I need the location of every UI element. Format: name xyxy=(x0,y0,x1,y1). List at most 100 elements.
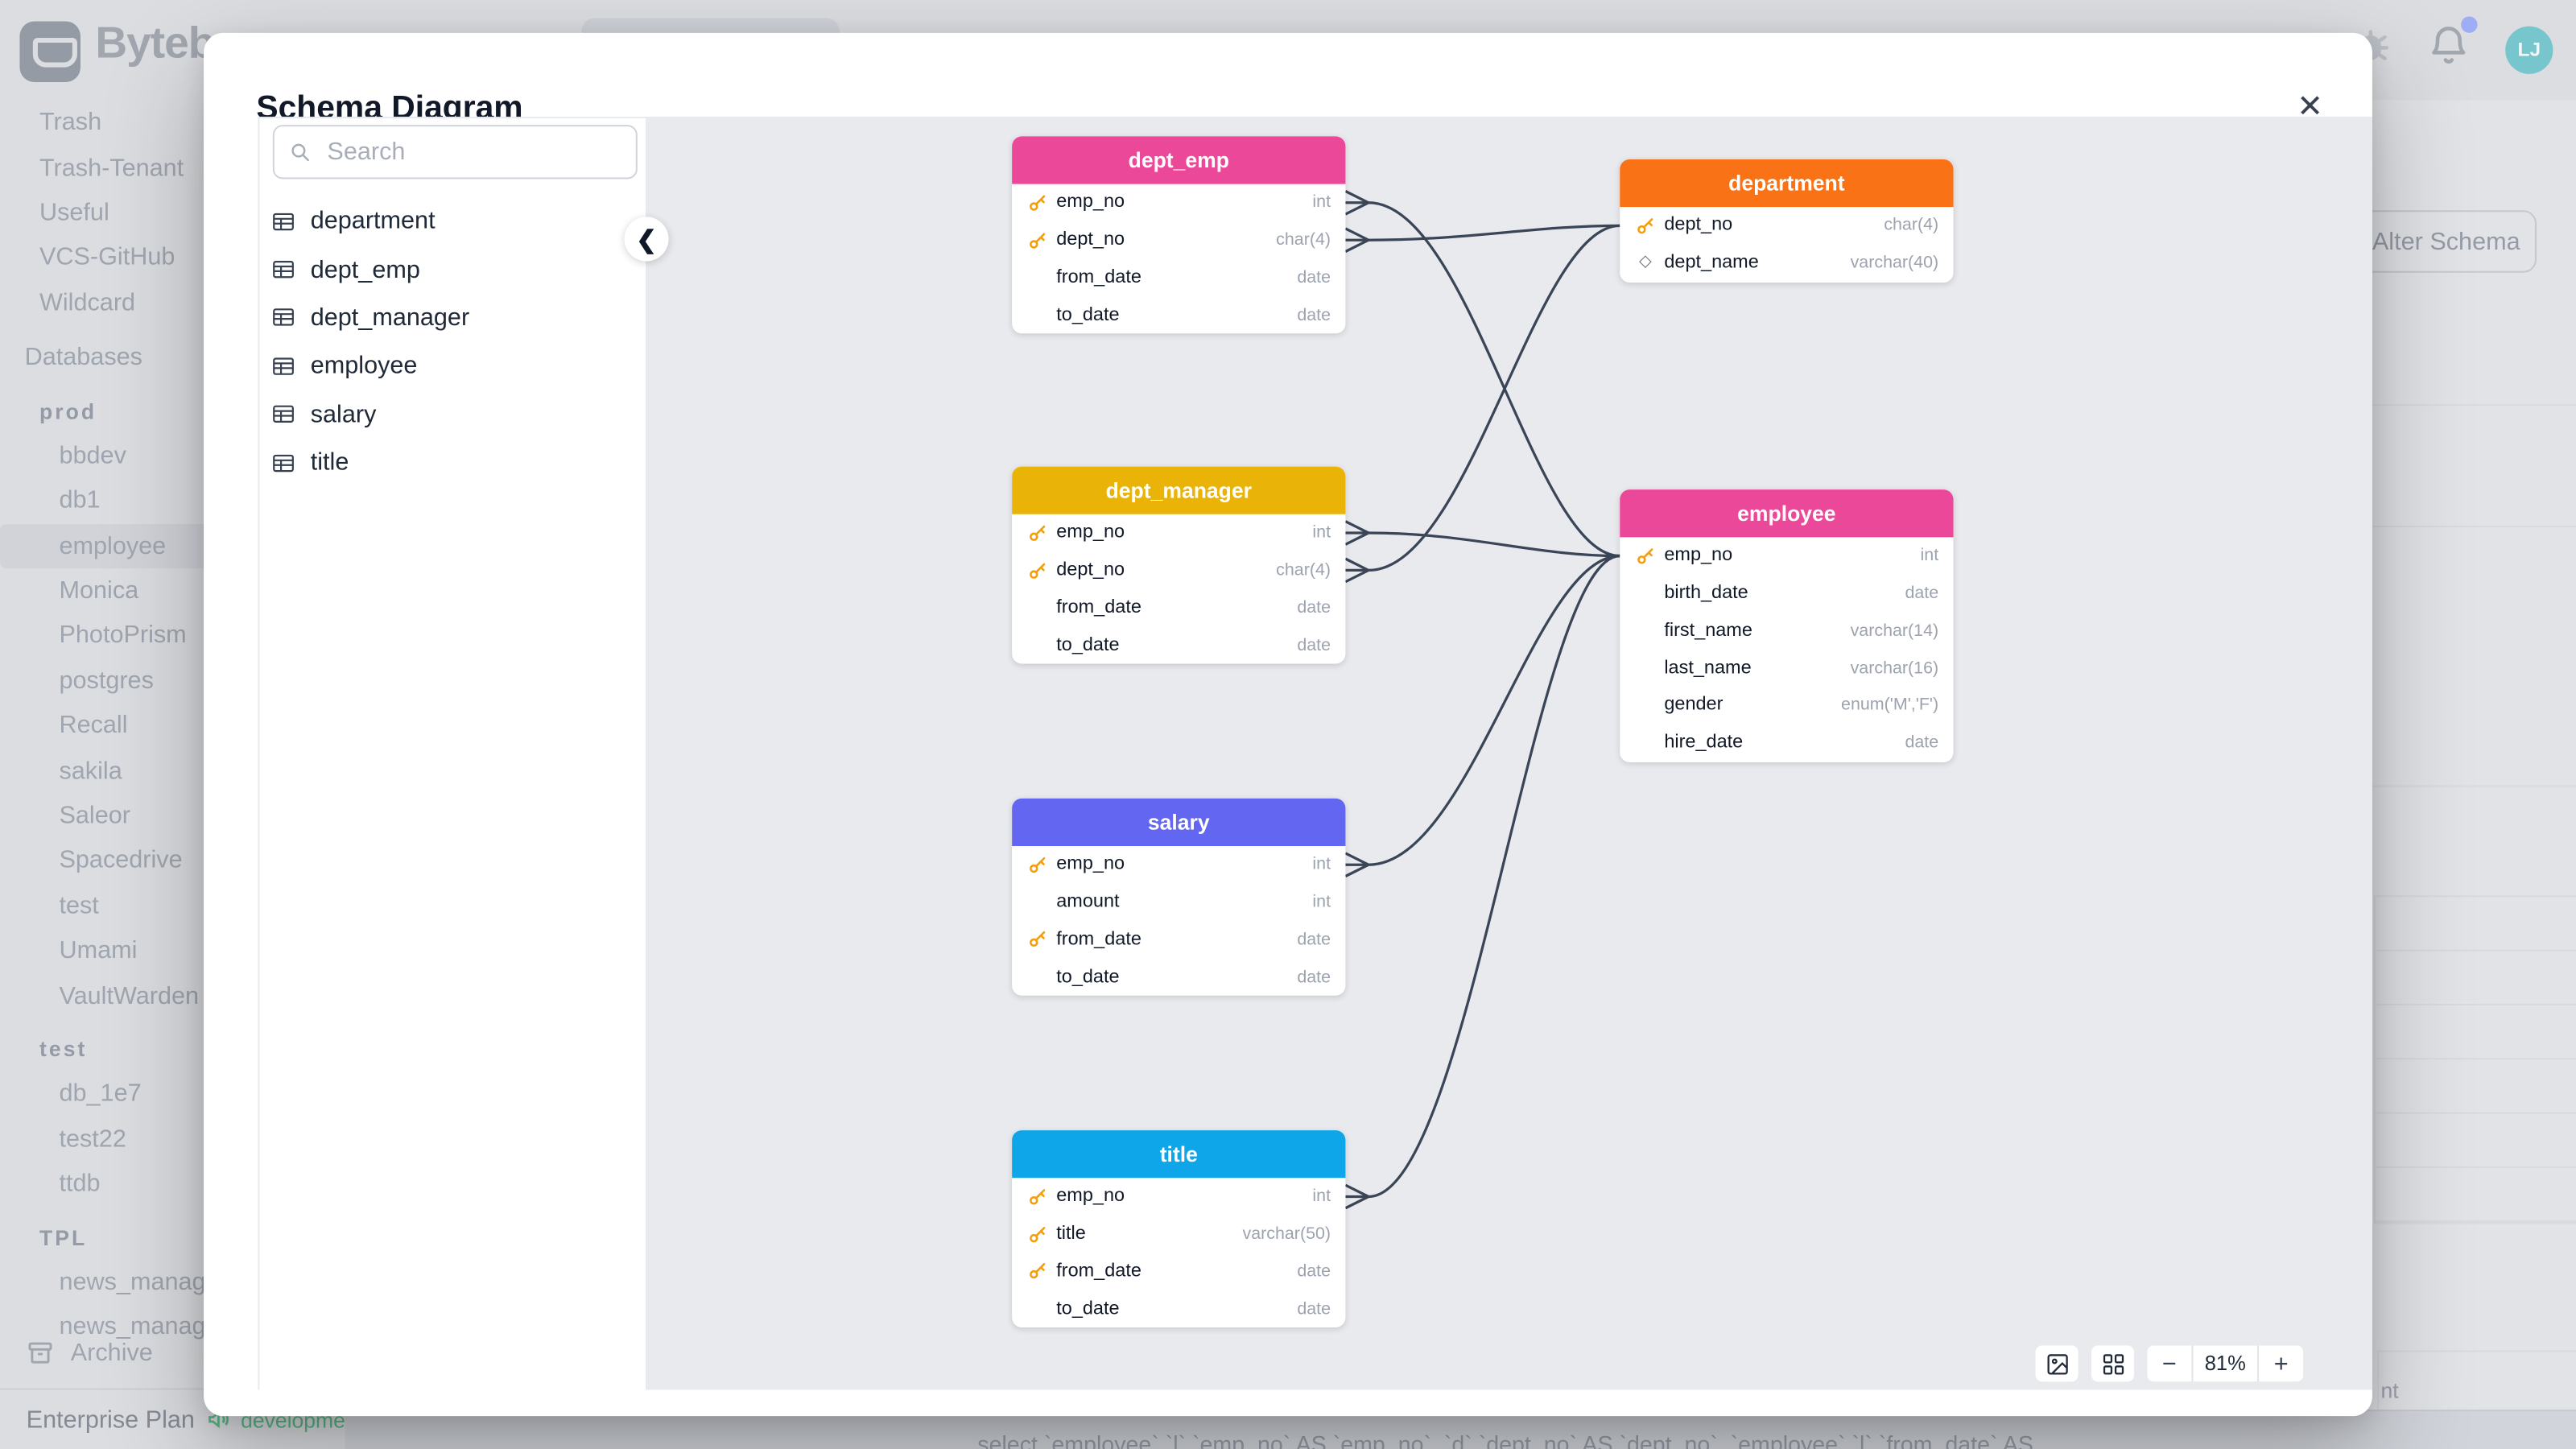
primary-key-icon xyxy=(1635,547,1657,564)
table-list-item-salary[interactable]: salary xyxy=(273,390,636,439)
notifications-bell-icon[interactable] xyxy=(2426,16,2478,76)
sidebar-item-useful[interactable]: Useful xyxy=(39,198,109,227)
sidebar-item-sakila[interactable]: sakila xyxy=(59,757,122,785)
table-list-item-employee[interactable]: employee xyxy=(273,342,636,390)
sidebar-item-trash[interactable]: Trash xyxy=(39,109,102,137)
fit-to-image-button[interactable] xyxy=(2035,1345,2079,1382)
notification-dot xyxy=(2461,16,2478,33)
sidebar-item-monica[interactable]: Monica xyxy=(59,576,139,605)
auto-layout-button[interactable] xyxy=(2091,1345,2135,1382)
sidebar-item-recall[interactable]: Recall xyxy=(59,712,128,740)
sidebar-item-vcs-github[interactable]: VCS-GitHub xyxy=(39,243,175,272)
zoom-in-button[interactable]: + xyxy=(2259,1345,2304,1382)
table-icon xyxy=(273,451,295,474)
sidebar-item-test22[interactable]: test22 xyxy=(59,1125,126,1154)
primary-key-icon xyxy=(1027,524,1049,542)
primary-key-icon xyxy=(1027,194,1049,212)
sidebar-item-trash-tenant[interactable]: Trash-Tenant xyxy=(39,153,184,182)
sidebar-item-vaultwarden[interactable]: VaultWarden xyxy=(59,981,200,1010)
sidebar-item-news-manage[interactable]: news_manage xyxy=(59,1313,220,1342)
background-row-divider xyxy=(2370,404,2576,407)
image-icon xyxy=(2046,1353,2067,1374)
table-list-item-dept_emp[interactable]: dept_emp xyxy=(273,246,636,294)
zoom-out-button[interactable]: − xyxy=(2147,1345,2192,1382)
sidebar-item-saleor[interactable]: Saleor xyxy=(59,802,130,830)
sidebar-item-tpl[interactable]: TPL xyxy=(39,1224,88,1250)
table-card-header: dept_emp xyxy=(1012,136,1346,184)
primary-key-icon xyxy=(1027,1225,1049,1243)
primary-key-icon xyxy=(1635,217,1657,234)
sidebar-item-databases[interactable]: Databases xyxy=(24,343,142,372)
table-icon xyxy=(273,210,295,233)
table-icon xyxy=(273,307,295,330)
sidebar-item-prod[interactable]: prod xyxy=(39,398,97,423)
avatar[interactable]: LJ xyxy=(2505,25,2553,73)
background-row-divider xyxy=(2370,785,2576,787)
sidebar-item-umami[interactable]: Umami xyxy=(59,936,138,965)
sidebar-item-news-manage[interactable]: news_manage xyxy=(59,1268,220,1297)
alter-schema-button[interactable]: Alter Schema xyxy=(2355,210,2537,273)
archive-icon xyxy=(28,1342,52,1364)
collapse-panel-button[interactable]: ❮ xyxy=(624,217,669,262)
sidebar-item-wildcard[interactable]: Wildcard xyxy=(39,288,136,317)
table-icon xyxy=(273,403,295,427)
sidebar-item-bbdev[interactable]: bbdev xyxy=(59,441,126,470)
table-list-item-dept_manager[interactable]: dept_manager xyxy=(273,294,636,342)
sidebar-item-photoprism[interactable]: PhotoPrism xyxy=(59,621,187,650)
index-icon: ◇ xyxy=(1639,253,1652,271)
table-list-item-title[interactable]: title xyxy=(273,439,636,487)
table-card-header: department xyxy=(1620,159,1954,208)
sidebar-item-test[interactable]: test xyxy=(59,891,99,920)
table-list-item-department[interactable]: department xyxy=(273,197,636,246)
table-card-header: title xyxy=(1012,1130,1346,1179)
table-card-header: salary xyxy=(1012,798,1346,847)
sidebar-item-spacedrive[interactable]: Spacedrive xyxy=(59,846,183,875)
primary-key-icon xyxy=(1027,1187,1049,1205)
sidebar-item-db1[interactable]: db1 xyxy=(59,486,101,515)
grid-icon xyxy=(2102,1353,2124,1374)
sidebar-item-archive[interactable]: Archive xyxy=(27,1339,153,1367)
search-input[interactable] xyxy=(324,136,621,168)
zoom-level: 81% xyxy=(2193,1345,2258,1382)
sidebar-item-ttdb[interactable]: ttdb xyxy=(59,1170,101,1199)
schema-diagram-modal: Schema Diagram ✕ departmentdept_empdept_… xyxy=(204,32,2372,1417)
sidebar-item-db-1e7[interactable]: db_1e7 xyxy=(59,1080,142,1108)
sidebar-item-postgres[interactable]: postgres xyxy=(59,667,154,696)
sidebar-item-test[interactable]: test xyxy=(39,1036,88,1062)
primary-key-icon xyxy=(1027,1262,1049,1280)
modal-body: departmentdept_empdept_manageremployeesa… xyxy=(258,116,2372,1390)
table-card-header: dept_manager xyxy=(1012,466,1346,514)
zoom-control: − 81% + xyxy=(2147,1345,2304,1382)
table-list-panel: departmentdept_empdept_manageremployeesa… xyxy=(259,118,648,1390)
cutoff-text-fragment: nt xyxy=(2380,1378,2399,1403)
background-row-block xyxy=(2373,895,2576,1224)
sql-fragment: select `employee`.`l`.`emp_no` AS `emp_n… xyxy=(977,1430,2033,1449)
primary-key-icon xyxy=(1027,231,1049,249)
table-icon xyxy=(273,355,295,378)
